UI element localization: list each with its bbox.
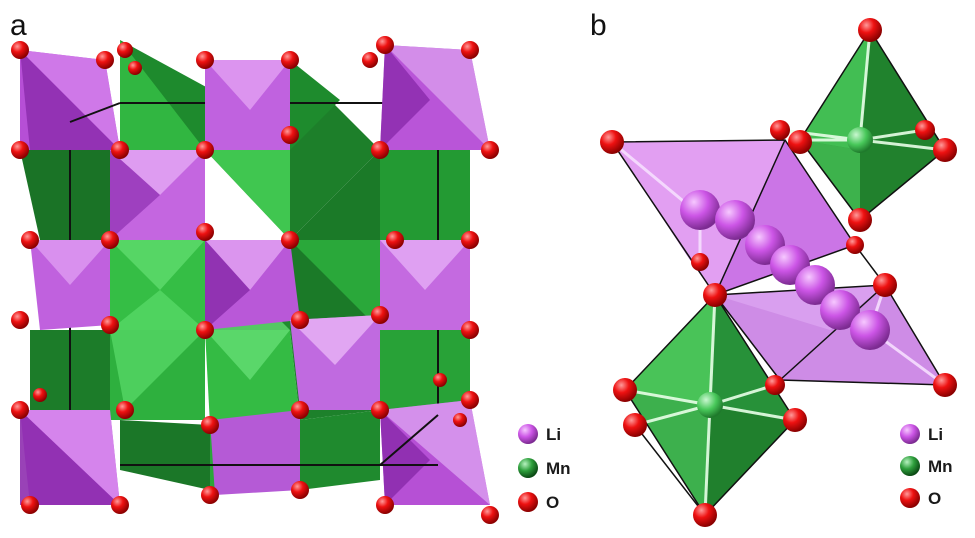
legend-label-li-b: Li	[928, 425, 943, 444]
legend-swatch-li	[518, 424, 538, 444]
legend-swatch-o-b	[900, 488, 920, 508]
mn-octahedron-top	[779, 29, 946, 222]
panel-a: a Li Mn O	[10, 9, 571, 524]
li-tetrahedra	[20, 45, 490, 505]
legend-label-mn-b: Mn	[928, 457, 953, 476]
panel-a-legend: Li Mn O	[518, 424, 571, 512]
legend-swatch-o	[518, 492, 538, 512]
mn-octahedron-bottom	[624, 294, 796, 517]
unit-cell-front-edges	[69, 102, 439, 466]
panel-b-legend: Li Mn O	[900, 424, 953, 508]
legend-label-li: Li	[546, 425, 561, 444]
legend-swatch-mn	[518, 458, 538, 478]
oxygen-atoms	[11, 36, 499, 524]
legend-label-o: O	[546, 493, 559, 512]
legend-swatch-mn-b	[900, 456, 920, 476]
li-atom-chain	[680, 190, 890, 350]
legend-label-mn: Mn	[546, 459, 571, 478]
legend-label-o-b: O	[928, 489, 941, 508]
legend-swatch-li-b	[900, 424, 920, 444]
oxygen-atoms-b	[600, 18, 957, 527]
panel-b: b Li Mn O	[590, 9, 957, 527]
panel-a-label: a	[10, 9, 27, 42]
panel-b-label: b	[590, 9, 607, 42]
